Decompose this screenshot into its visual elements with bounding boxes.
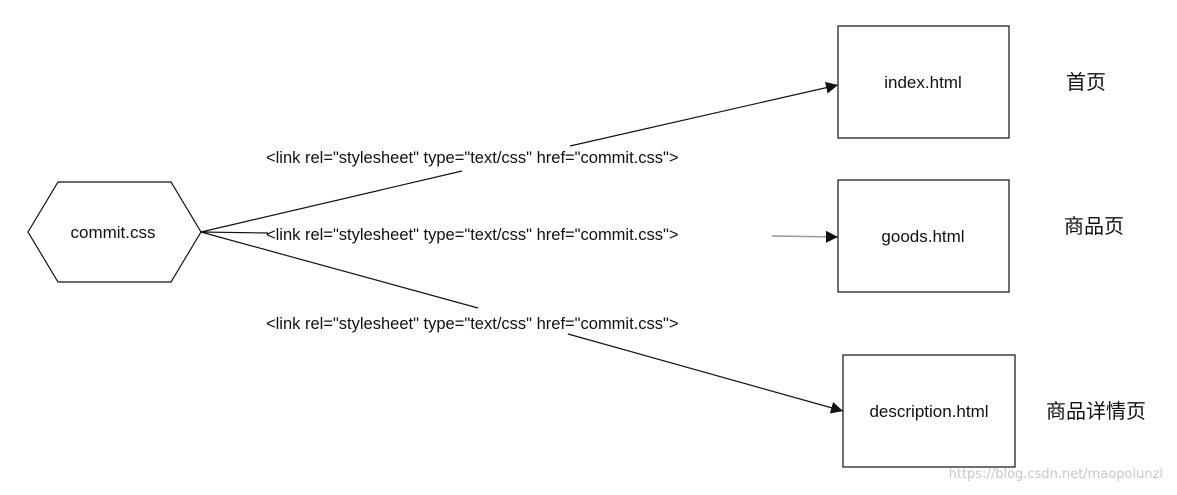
edge-line-goods-b [771,230,839,243]
target-label-index: index.html [884,73,961,92]
source-node-commit-css: commit.css [27,181,202,283]
target-node-description-html: description.html [842,354,1016,468]
target-label-goods: goods.html [881,227,964,246]
edge-line-description-a [200,231,479,309]
edge-label-index: <link rel="stylesheet" type="text/css" h… [266,149,679,167]
target-node-index-html: index.html [837,25,1010,139]
target-box-goods [837,179,1010,293]
edge-label-description: <link rel="stylesheet" type="text/css" h… [266,315,679,333]
watermark-url: https://blog.csdn.net/maopolunzi [948,467,1163,482]
edge-line-index-a [200,170,463,233]
target-box-index [837,25,1010,139]
edge-to-index: <link rel="stylesheet" type="text/css" h… [200,81,839,233]
edge-line-description-b [567,333,844,414]
target-node-goods-html: goods.html [837,179,1010,293]
caption-goods: 商品页 [1064,214,1124,238]
edge-to-goods: <link rel="stylesheet" type="text/css" h… [200,226,839,244]
caption-description: 商品详情页 [1046,399,1146,423]
target-box-description [842,354,1016,468]
edge-line-index-b [569,81,839,147]
edge-label-goods: <link rel="stylesheet" type="text/css" h… [266,226,679,244]
edge-to-description: <link rel="stylesheet" type="text/css" h… [200,231,844,414]
caption-index: 首页 [1066,70,1106,94]
target-label-description: description.html [869,402,988,421]
source-node-label: commit.css [71,223,156,242]
edge-line-goods-a [200,231,269,234]
